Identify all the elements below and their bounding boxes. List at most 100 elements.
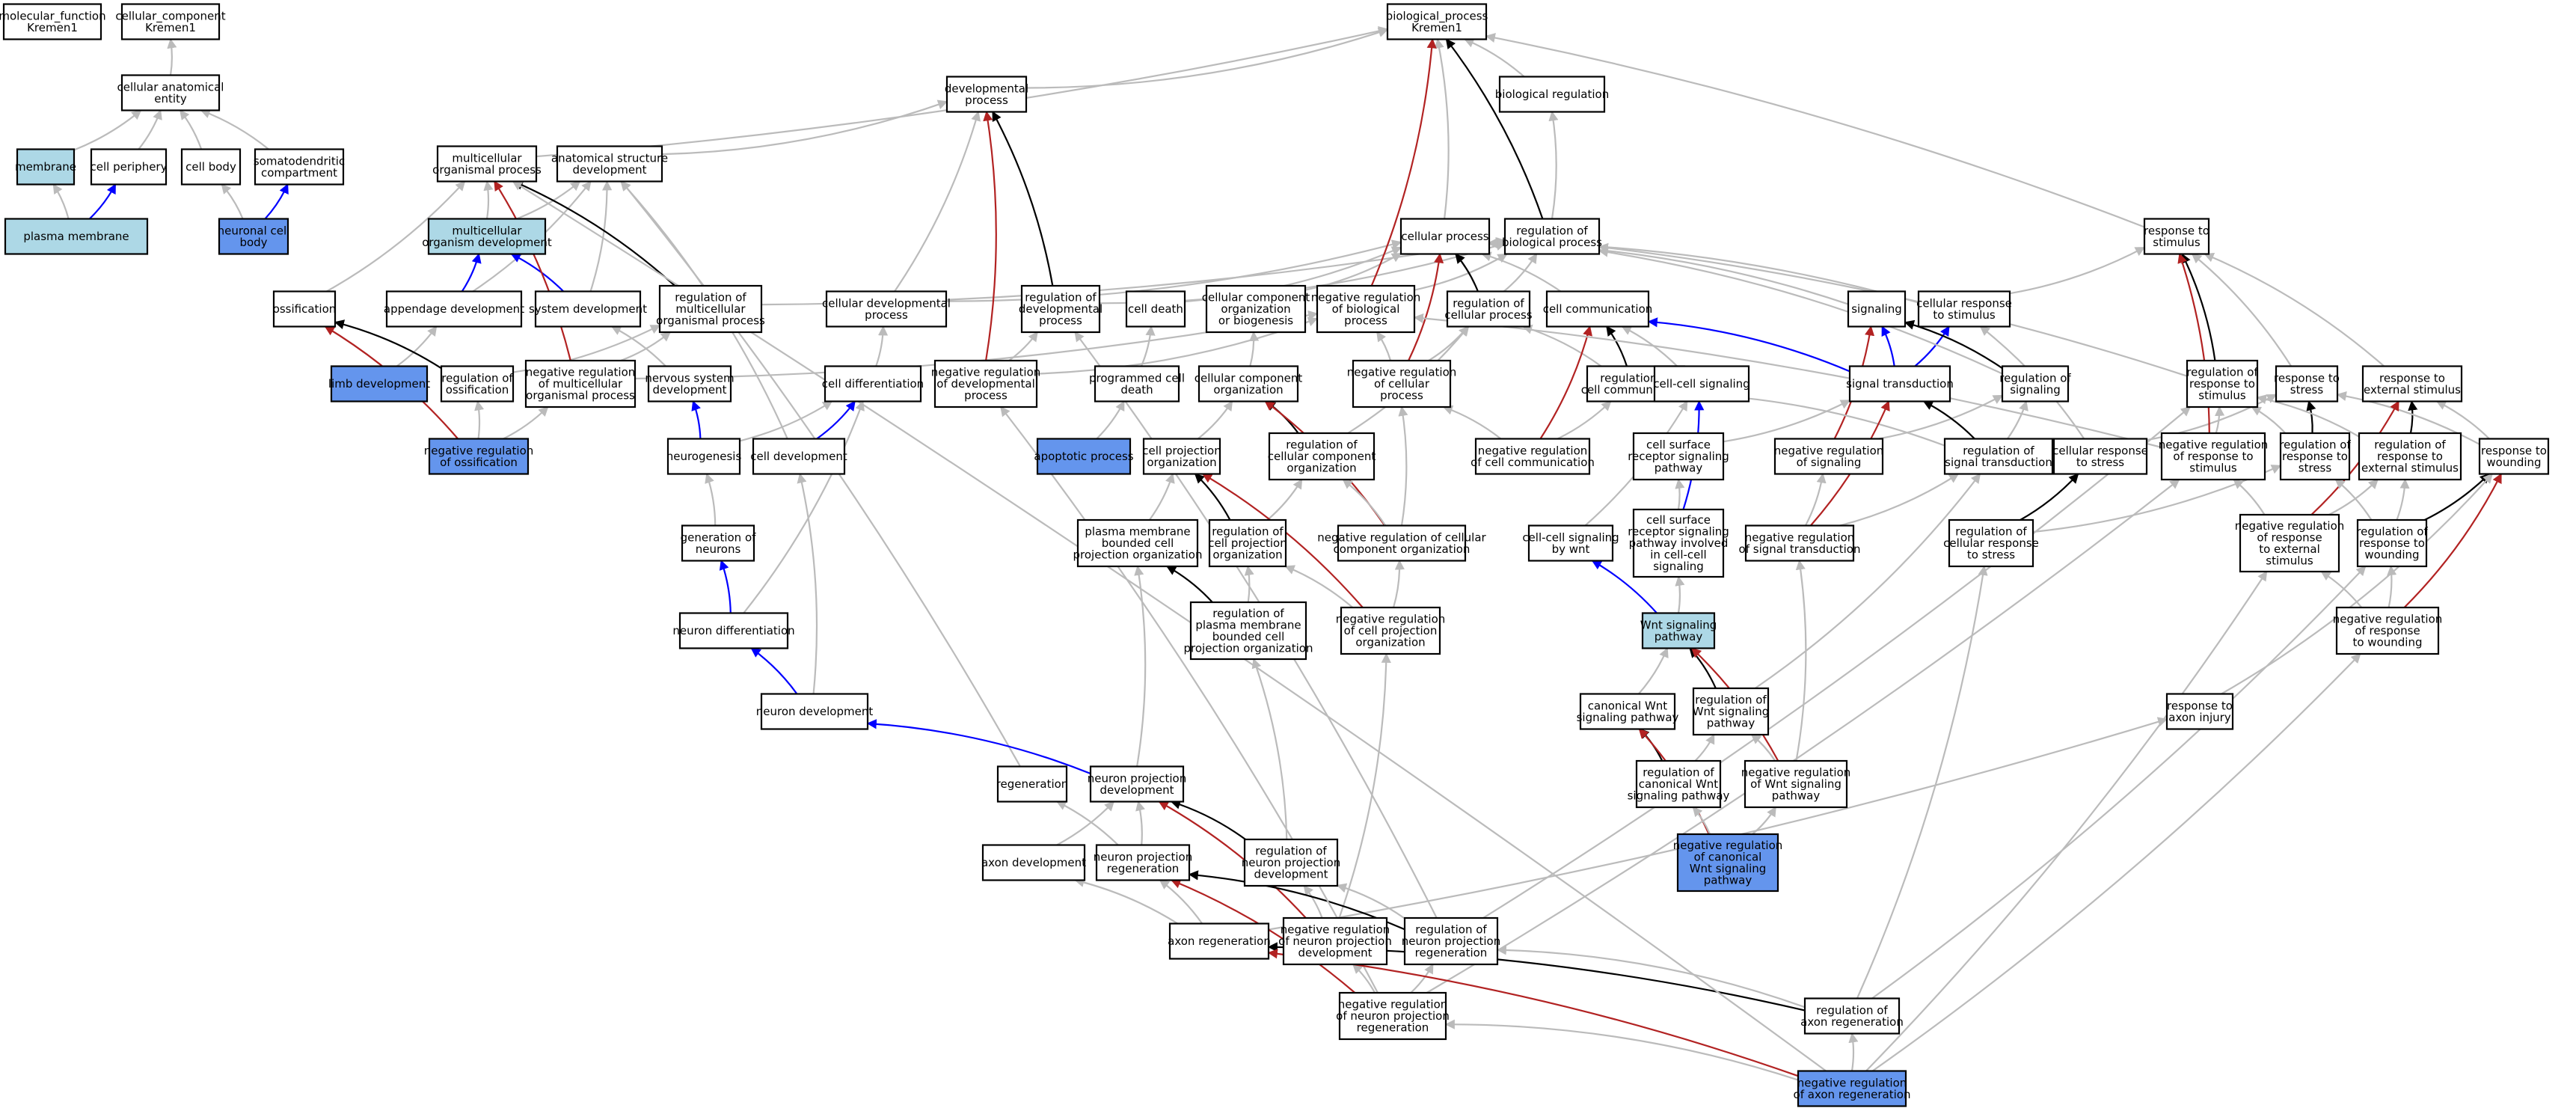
edge-is-a-negrar-to-negrrext: [1865, 570, 2268, 1072]
go-term-signaling[interactable]: signaling: [1847, 290, 1907, 328]
go-term-axonregen[interactable]: axon regeneration: [1168, 922, 1271, 960]
go-term-membrane[interactable]: membrane: [15, 148, 76, 186]
edge-is-a-negrrs-to-regrs: [2215, 405, 2225, 434]
go-term-neurdiff[interactable]: neuron differentiation: [672, 612, 795, 649]
go-term-sigtrans[interactable]: signal transduction: [1846, 365, 1954, 403]
go-term-axondev[interactable]: axon development: [981, 844, 1086, 881]
go-term-ossif[interactable]: ossification: [273, 290, 337, 328]
edge-is-a-negrnpd-to-negrcpo: [1338, 652, 1391, 919]
go-term-neurdev[interactable]: neuron development: [756, 693, 874, 730]
go-term-limbdev[interactable]: limb development: [328, 365, 430, 403]
go-term-apop[interactable]: apoptotic process: [1034, 438, 1134, 475]
go-term-celldeath[interactable]: cell death: [1125, 290, 1186, 328]
go-term-neurogen[interactable]: neurogenesis: [666, 438, 742, 475]
go-term-cellcomm[interactable]: cell communication: [1543, 290, 1653, 328]
go-term-plasmem[interactable]: plasma membrane: [4, 218, 149, 255]
go-term-cellresstim-label-line: to stimulus: [1933, 308, 1995, 322]
go-term-celldev[interactable]: cell development: [750, 438, 847, 475]
go-term-sysdev[interactable]: system development: [529, 290, 647, 328]
go-term-cellper[interactable]: cell periphery: [91, 148, 168, 186]
go-term-regen[interactable]: regeneration: [996, 765, 1069, 803]
go-term-appdev[interactable]: appendage development: [384, 290, 524, 328]
go-term-ccsig[interactable]: cell-cell signaling: [1653, 365, 1750, 403]
go-term-bioreg[interactable]: biological regulation: [1495, 76, 1609, 113]
go-term-negrcco[interactable]: negative regulation of cellularcomponent…: [1317, 524, 1487, 562]
go-term-cellproc[interactable]: cellular process: [1399, 218, 1491, 255]
edge-is-a-regnpr-to-regrs: [1482, 406, 2192, 919]
go-term-celldiff[interactable]: cell differentiation: [822, 365, 924, 403]
go-term-resstim-box: [2143, 218, 2210, 255]
go-term-cellbody[interactable]: cell body: [180, 148, 242, 186]
